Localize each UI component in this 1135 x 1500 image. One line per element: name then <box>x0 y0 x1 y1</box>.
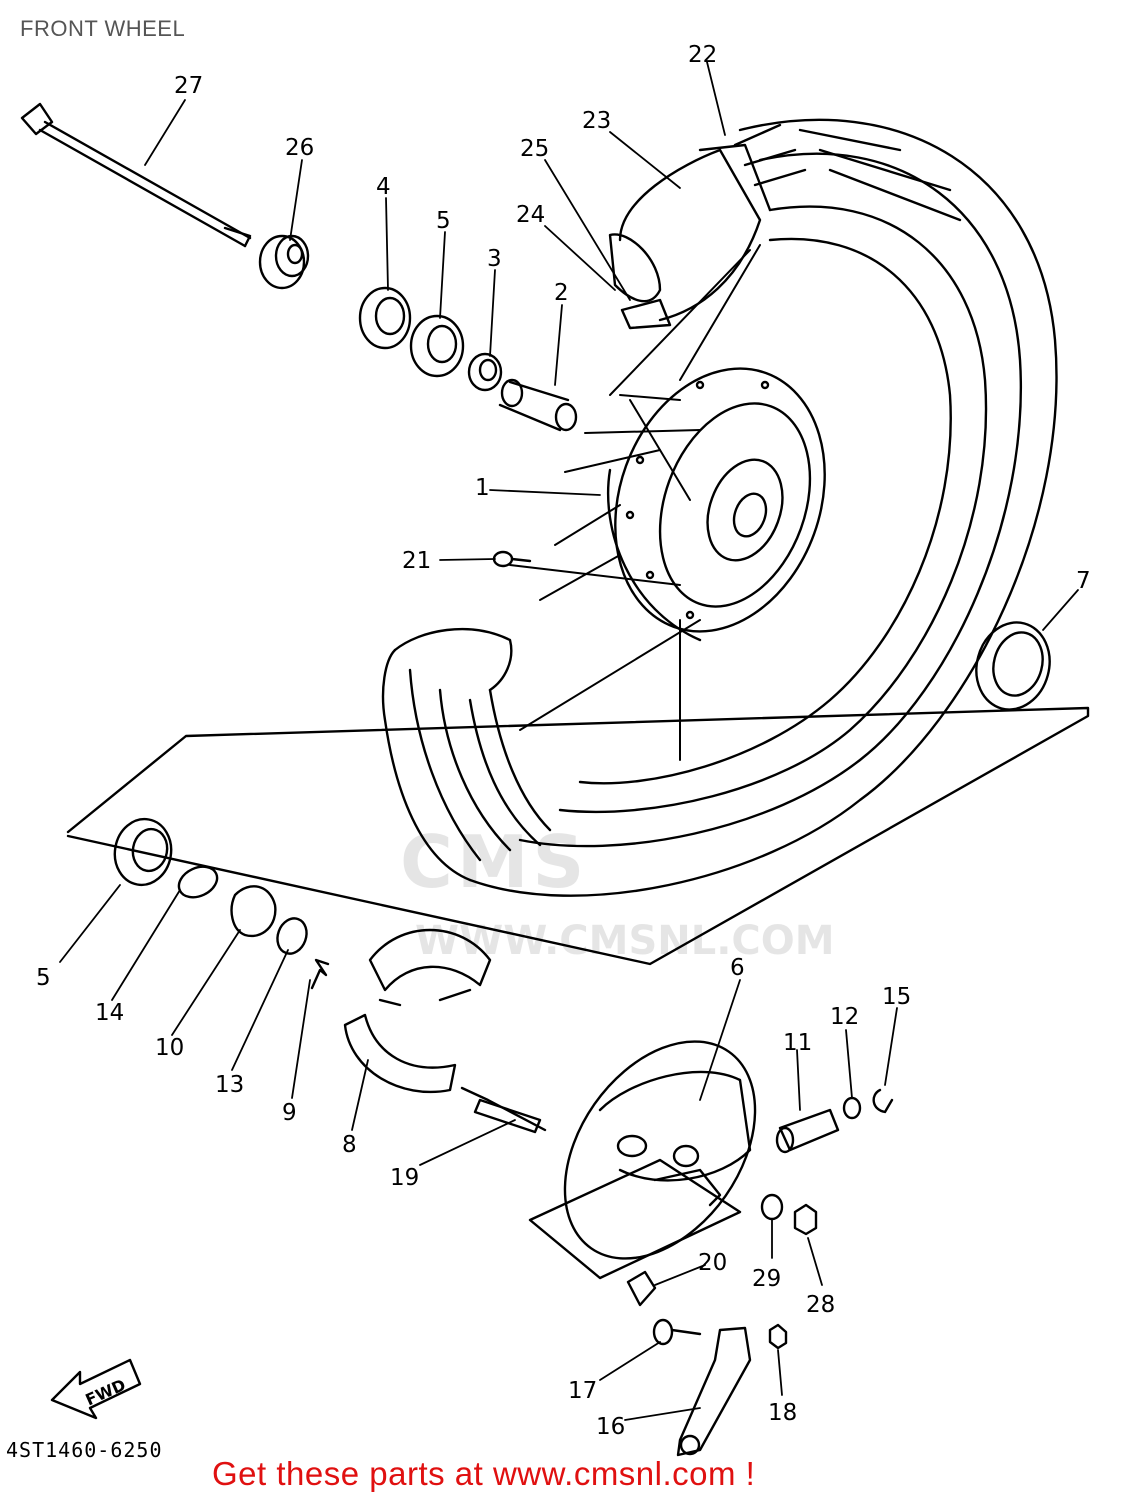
fwd-arrow <box>50 1358 142 1420</box>
callout-4: 4 <box>376 174 391 200</box>
page-title: FRONT WHEEL <box>20 16 186 41</box>
callout-16: 16 <box>596 1414 625 1440</box>
callout-26: 26 <box>285 135 314 161</box>
callout-3: 3 <box>487 246 502 272</box>
callout-20: 20 <box>698 1250 727 1276</box>
leader-lines <box>59 61 1079 1421</box>
lever-group <box>652 1318 788 1457</box>
watermark-url: WWW.CMSNL.COM <box>415 918 835 964</box>
callout-1: 1 <box>475 475 490 501</box>
callout-29: 29 <box>752 1266 781 1292</box>
watermark-logo: CMS <box>400 820 589 904</box>
bearing-set-upper <box>358 286 578 432</box>
callout-10: 10 <box>155 1035 184 1061</box>
callouts: 27 26 4 5 3 2 22 23 25 24 1 21 7 5 14 10… <box>36 42 1091 1440</box>
callout-28: 28 <box>806 1292 835 1318</box>
callout-17: 17 <box>568 1378 597 1404</box>
callout-25: 25 <box>520 136 549 162</box>
wheel-rim <box>381 118 1058 897</box>
callout-7: 7 <box>1076 568 1091 594</box>
oil-seal-7 <box>975 621 1051 711</box>
camshaft <box>460 1086 547 1134</box>
callout-8: 8 <box>342 1132 357 1158</box>
bearing-lower <box>113 817 173 887</box>
callout-21: 21 <box>402 548 431 574</box>
nipple <box>492 550 532 568</box>
callout-12: 12 <box>830 1004 859 1030</box>
spring <box>310 958 330 990</box>
plate-20 <box>626 1270 657 1307</box>
diagram-code: 4ST1460-6250 <box>6 1438 163 1462</box>
frame-line-top <box>66 706 1090 966</box>
spokes <box>509 244 761 761</box>
callout-14: 14 <box>95 1000 124 1026</box>
callout-5-lower: 5 <box>36 965 51 991</box>
brake-plate <box>563 1040 757 1260</box>
collar <box>258 234 310 290</box>
callout-11: 11 <box>783 1030 812 1056</box>
callout-2: 2 <box>554 280 569 306</box>
callout-13: 13 <box>215 1072 244 1098</box>
callout-24: 24 <box>516 202 545 228</box>
brake-shoe <box>343 928 492 1094</box>
nut-28 <box>793 1203 818 1236</box>
callout-18: 18 <box>768 1400 797 1426</box>
get-parts-link[interactable]: Get these parts at www.cmsnl.com ! <box>212 1455 756 1492</box>
callout-23: 23 <box>582 108 611 134</box>
tire-tube-section <box>608 143 772 330</box>
callout-22: 22 <box>688 42 717 68</box>
frame-line-bottom <box>528 1158 742 1280</box>
callout-15: 15 <box>882 984 911 1010</box>
callout-9: 9 <box>282 1100 297 1126</box>
washer-29 <box>760 1193 784 1221</box>
callout-6: 6 <box>730 955 745 981</box>
callout-5: 5 <box>436 208 451 234</box>
axle <box>20 102 252 248</box>
callout-27: 27 <box>174 73 203 99</box>
hub <box>606 367 826 642</box>
callout-19: 19 <box>390 1165 419 1191</box>
meter-gear-group <box>775 1088 894 1154</box>
